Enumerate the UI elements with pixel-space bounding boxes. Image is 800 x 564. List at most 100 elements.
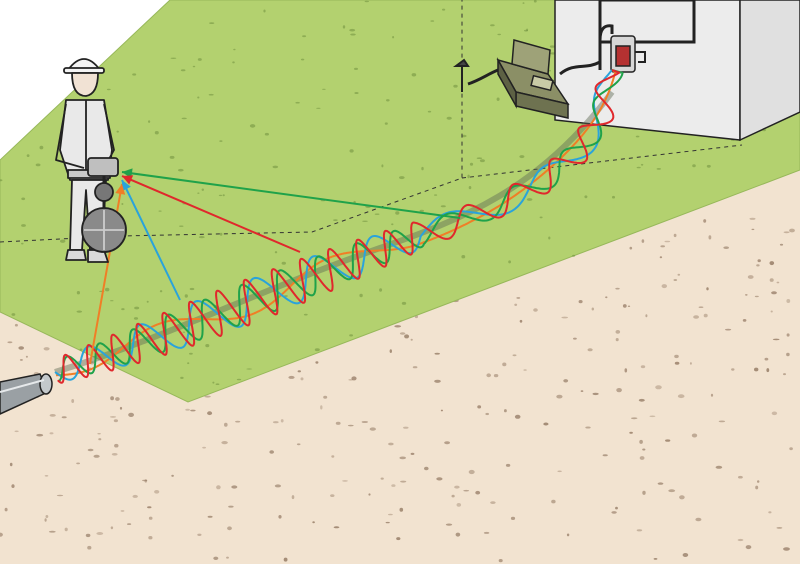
soil-speck xyxy=(505,463,511,467)
grass-speck xyxy=(349,334,353,337)
soil-speck xyxy=(388,513,393,516)
soil-speck xyxy=(45,515,49,518)
grass-speck xyxy=(442,8,446,11)
arrowhead-blue xyxy=(121,180,131,192)
soil-speck xyxy=(674,361,680,365)
soil-speck xyxy=(757,259,761,263)
grass-speck xyxy=(656,168,661,170)
soil-speck xyxy=(551,499,556,504)
soil-speck xyxy=(396,537,401,541)
soil-speck xyxy=(424,466,429,471)
soil-speck xyxy=(19,359,23,361)
grass-speck xyxy=(374,213,380,215)
soil-speck xyxy=(440,409,443,412)
soil-speck xyxy=(385,521,390,524)
grass-speck xyxy=(21,242,24,245)
soil-speck xyxy=(296,443,301,446)
soil-speck xyxy=(288,375,295,379)
soil-speck xyxy=(631,417,638,420)
soil-speck xyxy=(786,299,791,303)
soil-speck xyxy=(436,477,443,481)
soil-speck xyxy=(747,275,754,279)
soil-speck xyxy=(207,515,213,518)
grass-speck xyxy=(159,290,163,293)
soil-speck xyxy=(557,470,562,473)
soil-speck xyxy=(622,304,627,308)
soil-speck xyxy=(640,365,646,369)
soil-speck xyxy=(772,338,780,341)
grass-speck xyxy=(349,149,354,153)
soil-speck xyxy=(224,422,228,427)
soil-speck xyxy=(272,421,279,424)
soil-speck xyxy=(216,485,221,490)
soil-speck xyxy=(649,415,656,418)
grass-speck xyxy=(302,35,307,38)
soil-speck xyxy=(642,448,646,451)
soil-speck xyxy=(682,553,689,557)
soil-speck xyxy=(629,246,633,250)
grass-speck xyxy=(350,33,356,36)
grass-speck xyxy=(419,209,424,212)
soil-speck xyxy=(755,485,759,490)
grass-speck xyxy=(359,293,363,298)
soil-speck xyxy=(300,377,304,381)
soil-speck xyxy=(291,495,295,500)
grass-speck xyxy=(349,28,356,32)
soil-speck xyxy=(61,416,67,419)
soil-speck xyxy=(190,409,196,412)
soil-speck xyxy=(591,307,594,311)
soil-speck xyxy=(463,489,470,492)
soil-speck xyxy=(615,338,619,342)
soil-speck xyxy=(43,347,50,351)
soil-speck xyxy=(693,315,699,319)
grass-speck xyxy=(232,61,235,64)
soil-speck xyxy=(616,388,622,393)
grass-speck xyxy=(198,236,205,239)
grass-speck xyxy=(392,36,395,39)
soil-speck xyxy=(283,557,288,562)
grass-speck xyxy=(316,107,321,109)
soil-speck xyxy=(514,414,521,419)
soil-speck xyxy=(410,338,413,341)
soil-speck xyxy=(477,405,482,409)
soil-speck xyxy=(207,411,213,416)
soil-speck xyxy=(87,448,94,452)
grass-speck xyxy=(364,0,369,3)
soil-speck xyxy=(4,507,8,512)
grass-speck xyxy=(342,25,346,29)
soil-speck xyxy=(213,556,219,560)
soil-speck xyxy=(148,516,153,520)
soil-speck xyxy=(434,352,440,355)
soil-speck xyxy=(93,454,100,458)
soil-speck xyxy=(434,379,441,383)
soil-speck xyxy=(119,406,123,410)
soil-speck xyxy=(333,526,340,529)
soil-speck xyxy=(147,506,152,509)
soil-speck xyxy=(231,485,238,489)
grass-speck xyxy=(476,157,483,159)
soil-speck xyxy=(64,527,68,532)
person-with-locator-icon xyxy=(55,58,127,263)
grass-speck xyxy=(79,348,83,351)
grass-speck xyxy=(314,348,320,352)
grass-speck xyxy=(706,164,711,168)
soil-speck xyxy=(718,420,726,423)
grass-speck xyxy=(21,224,26,227)
grass-speck xyxy=(180,69,186,72)
soil-speck xyxy=(221,441,228,445)
soil-speck xyxy=(389,349,392,353)
soil-speck xyxy=(783,373,786,376)
soil-speck xyxy=(351,376,357,381)
wave-red xyxy=(57,69,621,384)
soil-speck xyxy=(771,291,777,295)
soil-speck xyxy=(585,426,591,429)
soil-speck xyxy=(638,398,645,402)
grass-speck xyxy=(401,301,407,305)
grass-speck xyxy=(421,166,424,171)
grass-speck xyxy=(272,165,279,169)
soil-speck xyxy=(615,506,618,510)
grass-speck xyxy=(479,159,485,163)
soil-speck xyxy=(516,297,521,299)
grass-speck xyxy=(508,260,511,264)
